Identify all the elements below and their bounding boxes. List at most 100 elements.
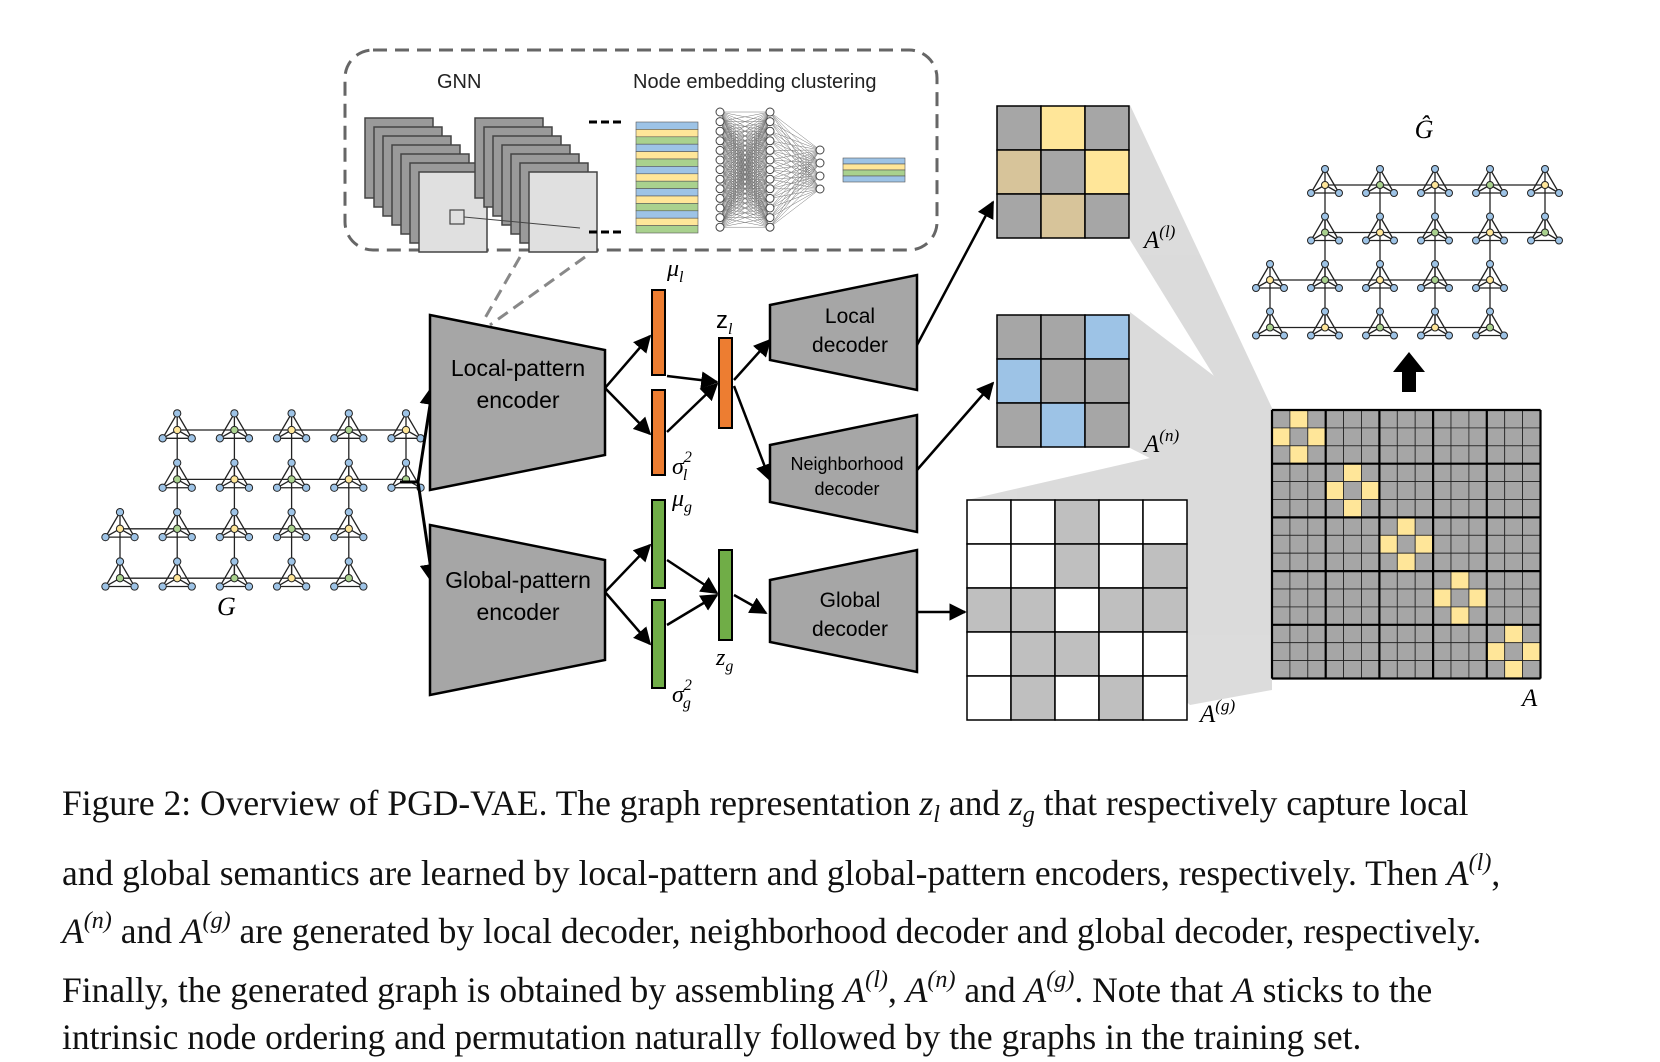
matrix-a-cell	[1362, 464, 1380, 482]
graph-node	[345, 459, 352, 466]
nn-node	[716, 223, 724, 231]
matrix-a-cell	[1469, 464, 1487, 482]
matrix-a-cell	[1505, 625, 1523, 643]
matrix-a-cell	[1523, 446, 1541, 464]
graph-node	[1501, 237, 1508, 244]
matrix-cell	[1041, 315, 1085, 359]
matrix-a-cell	[1290, 535, 1308, 553]
matrix-a-cell	[1469, 571, 1487, 589]
nn-node	[716, 108, 724, 116]
graph-node	[131, 583, 138, 590]
matrix-a-cell	[1379, 535, 1397, 553]
matrix-a-cell	[1379, 446, 1397, 464]
matrix-a-cell	[1433, 535, 1451, 553]
matrix-cell	[997, 315, 1041, 359]
graph-node	[1528, 190, 1535, 197]
graph-node	[1487, 277, 1494, 284]
graph-node	[1487, 166, 1494, 173]
matrix-a-cell	[1308, 589, 1326, 607]
graph-node	[188, 435, 195, 442]
matrix-a-cell	[1344, 589, 1362, 607]
mu-l-bar	[652, 290, 665, 375]
graph-node	[1528, 237, 1535, 244]
nn-node	[716, 204, 724, 212]
matrix-a-cell	[1326, 571, 1344, 589]
matrix-a-cell	[1523, 661, 1541, 679]
matrix-a-cell	[1290, 625, 1308, 643]
graph-node	[345, 476, 352, 483]
matrix-cell	[1011, 676, 1055, 720]
matrix-a-cell	[1451, 535, 1469, 553]
matrix-a-cell	[1451, 589, 1469, 607]
output-graph	[1253, 166, 1563, 340]
graph-node	[1501, 190, 1508, 197]
graph-hat-label: Ĝ	[1415, 115, 1434, 144]
matrix-cell	[1055, 588, 1099, 632]
matrix-a-cell	[1523, 643, 1541, 661]
graph-node	[1363, 285, 1370, 292]
matrix-a-cell	[1469, 500, 1487, 518]
matrix-a-cell	[1487, 428, 1505, 446]
graph-node	[1432, 277, 1439, 284]
matrix-a-cell	[1272, 571, 1290, 589]
matrix-a-cell	[1379, 661, 1397, 679]
matrix-a-cell	[1433, 553, 1451, 571]
embedding-row	[636, 218, 698, 225]
graph-node	[1363, 237, 1370, 244]
graph-node	[1391, 285, 1398, 292]
matrix-cell	[1041, 106, 1085, 150]
graph-node	[288, 459, 295, 466]
nn-node	[716, 214, 724, 222]
graph-node	[1418, 285, 1425, 292]
graph-node	[1501, 332, 1508, 339]
matrix-a-cell	[1451, 410, 1469, 428]
a-label: A	[1520, 685, 1538, 712]
nn-node	[766, 194, 774, 202]
graph-node	[1267, 261, 1274, 268]
graph-node	[345, 426, 352, 433]
graph-node	[1556, 237, 1563, 244]
graph-node	[1391, 332, 1398, 339]
matrix-a-cell	[1362, 535, 1380, 553]
graph-node	[174, 426, 181, 433]
matrix-a-cell	[1326, 535, 1344, 553]
graph-node	[1473, 190, 1480, 197]
nn-node	[766, 127, 774, 135]
matrix-a-cell	[1451, 446, 1469, 464]
graph-node	[1473, 237, 1480, 244]
embedding-row	[636, 122, 698, 129]
matrix-a-cell	[1523, 535, 1541, 553]
matrix-a-cell	[1433, 446, 1451, 464]
matrix-a-cell	[1397, 500, 1415, 518]
graph-node	[188, 583, 195, 590]
matrix-a-cell	[1451, 464, 1469, 482]
embedding-row	[636, 152, 698, 159]
graph-node	[245, 533, 252, 540]
matrix-a-cell	[1362, 625, 1380, 643]
matrix-cell	[1143, 676, 1187, 720]
graph-node	[1322, 324, 1329, 331]
matrix-a-cell	[1290, 661, 1308, 679]
matrix-a-cell	[1415, 571, 1433, 589]
graph-node	[360, 484, 367, 491]
matrix-a-cell	[1505, 517, 1523, 535]
graph-node	[1363, 332, 1370, 339]
nn-node	[716, 127, 724, 135]
gnn-inset: GNN Node embedding clustering	[345, 50, 937, 325]
graph-node	[1322, 229, 1329, 236]
matrix-a-cell	[1397, 517, 1415, 535]
graph-node	[1308, 237, 1315, 244]
graph-node	[1322, 308, 1329, 315]
matrix-a-cell	[1379, 482, 1397, 500]
graph-node	[1446, 190, 1453, 197]
matrix-a-cell	[1523, 571, 1541, 589]
matrix-a-cell	[1523, 517, 1541, 535]
matrix-a-cell	[1415, 661, 1433, 679]
graph-node	[1377, 277, 1384, 284]
matrix-a-cell	[1487, 661, 1505, 679]
matrix-a-cell	[1362, 446, 1380, 464]
output-arrow	[1393, 352, 1425, 392]
matrix-a-cell	[1362, 661, 1380, 679]
matrix-a-cell	[1290, 464, 1308, 482]
matrix-a-cell	[1433, 661, 1451, 679]
